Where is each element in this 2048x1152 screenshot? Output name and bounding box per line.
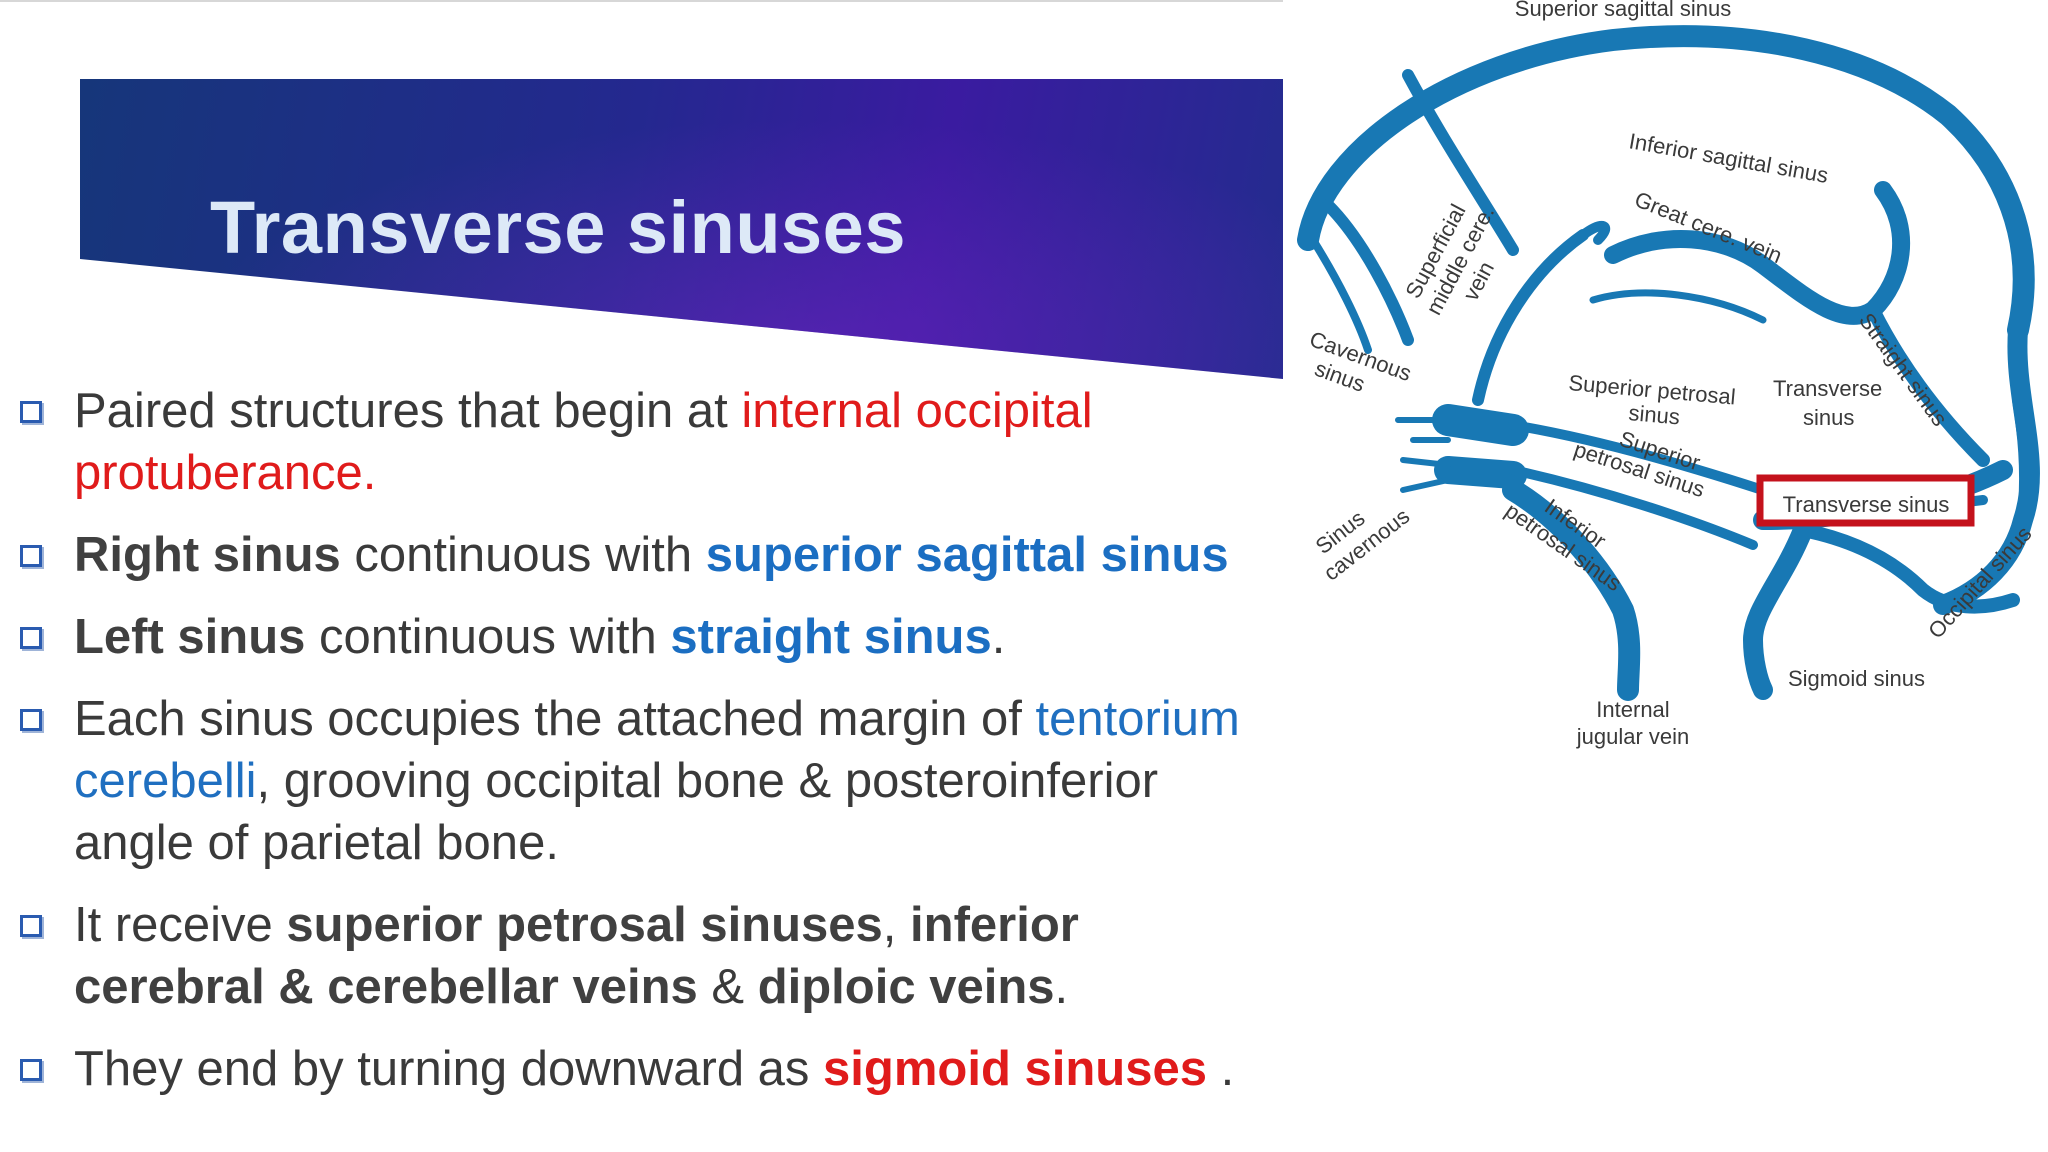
superficial-middle-cerebral-vein-label: Superficial middle cere. vein	[1400, 200, 1499, 319]
checkbox-bullet-icon	[20, 627, 42, 649]
cavernous-sinus-label: Cavernous sinus	[1306, 326, 1415, 397]
bullet-line: angle of parietal bone.	[74, 812, 1290, 874]
sinus-cavernous-label: Sinus cavernous	[1311, 503, 1415, 585]
inferior-petrosal-sinus-vessel	[1502, 479, 1641, 701]
transverse-sinus-label: sinus	[1803, 405, 1854, 430]
bullet-highlight: straight sinus	[670, 610, 992, 664]
bullet-line: Each sinus occupies the attached margin …	[74, 688, 1290, 750]
bullet-text: angle of parietal bone.	[74, 816, 559, 870]
superior-sagittal-sinus-label: Superior sagittal sinus	[1515, 0, 1731, 21]
checkbox-bullet-icon	[20, 709, 42, 731]
bullet-highlight: cerebelli	[74, 754, 257, 808]
bullet-item: It receive superior petrosal sinuses, in…	[0, 894, 1290, 1018]
occipital-sinus-vessel	[2012, 394, 2032, 526]
bullet-item: Left sinus continuous with straight sinu…	[0, 606, 1290, 668]
straight-sinus-label: Straight sinus	[1854, 308, 1953, 431]
bullet-term: Left sinus	[74, 610, 306, 664]
superficial-vein-branch	[1472, 229, 1589, 406]
bullet-term: inferior	[910, 898, 1079, 952]
superior-sagittal-sinus-vessel	[1297, 25, 2035, 341]
bullet-highlight: protuberance.	[74, 446, 377, 500]
bullet-text: .	[1206, 1042, 1235, 1096]
bullet-text: continuous with	[305, 610, 671, 664]
bullet-line: Paired structures that begin at internal…	[74, 380, 1290, 442]
bullet-text: &	[697, 960, 758, 1014]
bullet-text: It receive	[74, 898, 287, 952]
internal-jugular-vein-label: Internal	[1596, 697, 1669, 722]
checkbox-bullet-icon	[20, 401, 42, 423]
superficial-vein-branch	[1309, 236, 1372, 354]
bullet-line: cerebelli, grooving occipital bone & pos…	[74, 750, 1290, 812]
bullet-list: Paired structures that begin at internal…	[0, 370, 1290, 1100]
great-cerebral-vein-vessel	[1589, 289, 1767, 324]
bullet-term: diploic veins	[757, 960, 1055, 1014]
bullet-item: Each sinus occupies the attached margin …	[0, 688, 1290, 874]
bullet-text: .	[1054, 960, 1069, 1014]
superficial-vein-branch	[1578, 221, 1611, 245]
bullet-highlight: sigmoid sinuses	[823, 1042, 1207, 1096]
inferior-sagittal-sinus-vessel	[1604, 181, 1911, 325]
slide-title: Transverse sinuses	[210, 186, 906, 269]
sigmoid-sinus-vessel	[1796, 523, 2020, 614]
bullet-item: They end by turning downward as sigmoid …	[0, 1038, 1290, 1100]
bullet-text: They end by turning downward as	[74, 1042, 824, 1096]
cavernous-sinus-block	[1432, 404, 1529, 446]
checkbox-bullet-icon	[20, 915, 42, 937]
inferior-sagittal-sinus-label: Inferior sagittal sinus	[1627, 128, 1830, 188]
sigmoid-sinus-label: Sigmoid sinus	[1788, 666, 1925, 691]
transverse-sinus-label: Transverse	[1773, 376, 1882, 401]
transverse-sinus-highlight-label: Transverse sinus	[1783, 492, 1950, 517]
bullet-text: continuous with	[340, 528, 706, 582]
checkbox-bullet-icon	[20, 1059, 42, 1081]
internal-jugular-vein-label: jugular vein	[1576, 724, 1690, 749]
transverse-sinus-highlight-box	[1756, 474, 1975, 527]
superficial-vein-branch	[1322, 199, 1414, 346]
bullet-term: superior petrosal sinuses	[286, 898, 883, 952]
cavernous-sinus-inlet	[1395, 417, 1451, 493]
great-cerebral-vein-label: Great cere. vein	[1631, 186, 1785, 268]
bullet-text: , grooving occipital bone & posteroinfer…	[256, 754, 1159, 808]
bullet-highlight: internal occipital	[741, 384, 1093, 438]
superior-petrosal-sinus-vessel	[1508, 465, 1758, 550]
bullet-item: Right sinus continuous with superior sag…	[0, 524, 1290, 586]
sigmoid-sinus-vessel	[1743, 520, 1813, 700]
bullet-text: Paired structures that begin at	[74, 384, 742, 438]
bullet-term: cerebral & cerebellar veins	[74, 960, 698, 1014]
checkbox-bullet-icon	[20, 545, 42, 567]
bullet-highlight: tentorium	[1035, 692, 1240, 746]
bullet-text: Each sinus occupies the attached margin …	[74, 692, 1036, 746]
bullet-term: Right sinus	[74, 528, 341, 582]
dural-venous-sinus-diagram: Superior sagittal sinus Inferior sagitta…	[1297, 0, 2040, 749]
top-divider-line	[0, 0, 1283, 2]
bullet-line: cerebral & cerebellar veins & diploic ve…	[74, 956, 1290, 1018]
bullet-text: .	[991, 610, 1006, 664]
occipital-sinus-label: Occipital sinus	[1923, 521, 2036, 643]
bullet-line: protuberance.	[74, 442, 1290, 504]
superior-petrosal-sinus-label: sinus	[1628, 400, 1681, 429]
bullet-text: ,	[882, 898, 911, 952]
superficial-vein-branch	[1402, 69, 1519, 256]
bullet-line: It receive superior petrosal sinuses, in…	[74, 894, 1290, 956]
bullet-item: Paired structures that begin at internal…	[0, 380, 1290, 504]
bullet-highlight: superior sagittal sinus	[705, 528, 1229, 582]
cavernous-sinus-block	[1434, 456, 1527, 489]
straight-sinus-vessel	[1866, 303, 1990, 467]
